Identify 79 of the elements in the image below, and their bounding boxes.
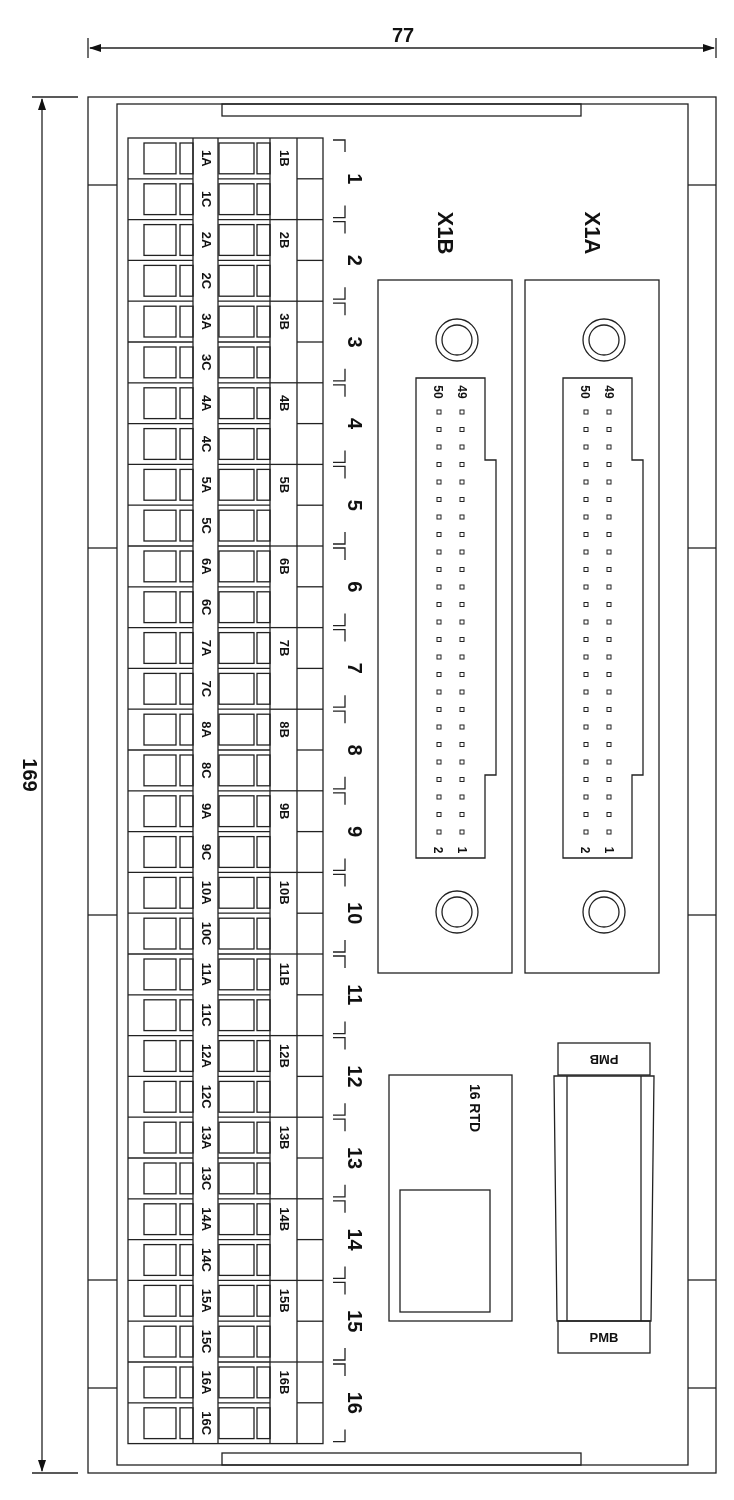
terminal-label: 9B [276, 802, 292, 820]
pin-number: 50 [578, 385, 592, 399]
marker-label: PMB [589, 1329, 619, 1345]
terminal-number: 7 [344, 662, 366, 674]
terminal-number: 11 [344, 984, 366, 1006]
pin-number: 49 [455, 385, 469, 399]
terminal-label: 8A [198, 721, 214, 738]
terminal-label: 11B [276, 962, 292, 986]
pin-number: 2 [431, 846, 445, 854]
terminal-label: 2A [198, 231, 214, 249]
terminal-label: 3B [276, 313, 292, 330]
connector-label: X1B [432, 211, 458, 255]
terminal-number: 15 [344, 1310, 366, 1333]
terminal-number: 12 [344, 1065, 366, 1088]
terminal-number: 8 [344, 744, 366, 756]
terminal-number: 3 [344, 336, 366, 348]
connector-label: X1A [579, 211, 605, 255]
terminal-label: 8B [276, 721, 292, 738]
pin-number: 1 [602, 846, 616, 854]
terminal-label: 9C [198, 843, 214, 861]
terminal-label: 3A [198, 313, 214, 330]
pin-number: 50 [431, 385, 445, 399]
terminal-label: 7C [198, 680, 214, 698]
terminal-label: 11A [198, 962, 214, 986]
terminal-label: 14A [198, 1207, 214, 1232]
terminal-number: 14 [344, 1228, 366, 1251]
terminal-number: 1 [344, 173, 366, 185]
terminal-number: 13 [344, 1146, 366, 1170]
terminal-number: 10 [344, 902, 366, 925]
terminal-label: 6B [276, 558, 292, 575]
terminal-label: 7B [276, 639, 292, 657]
terminal-label: 5A [198, 476, 214, 494]
terminal-label: 4A [198, 394, 214, 412]
dimension-label: 77 [391, 24, 415, 46]
terminal-label: 12A [198, 1044, 214, 1068]
terminal-label: 10C [198, 921, 214, 946]
pin-number: 2 [578, 846, 592, 854]
terminal-label: 15B [276, 1288, 292, 1313]
terminal-number: 6 [344, 581, 366, 593]
terminal-label: 5B [276, 476, 292, 494]
terminal-number: 16 [344, 1391, 366, 1414]
terminal-label: 10B [276, 880, 292, 905]
pin-number: 49 [602, 385, 616, 399]
terminal-label: 6A [198, 558, 214, 575]
terminal-label: 16C [198, 1411, 214, 1436]
terminal-label: 9A [198, 802, 214, 820]
terminal-label: 16A [198, 1370, 214, 1395]
terminal-label: 4B [276, 394, 292, 412]
terminal-label: 12B [276, 1044, 292, 1068]
terminal-label: 13B [276, 1125, 292, 1150]
terminal-label: 2B [276, 231, 292, 249]
marker-label: PMB [589, 1051, 619, 1067]
terminal-label: 3C [198, 354, 214, 371]
module-label: 16 RTD [467, 1083, 483, 1133]
pin-number: 1 [455, 846, 469, 854]
terminal-label: 2C [198, 272, 214, 290]
terminal-label: 15C [198, 1329, 214, 1354]
terminal-label: 12C [198, 1084, 214, 1109]
terminal-label: 13C [198, 1166, 214, 1191]
terminal-label: 11C [198, 1003, 214, 1027]
terminal-label: 15A [198, 1288, 214, 1313]
terminal-label: 4C [198, 435, 214, 453]
terminal-label: 6C [198, 598, 214, 616]
terminal-label: 7A [198, 639, 214, 657]
terminal-label: 5C [198, 517, 214, 534]
terminal-label: 14C [198, 1248, 214, 1272]
terminal-label: 13A [198, 1125, 214, 1150]
terminal-number: 5 [344, 499, 366, 511]
terminal-number: 9 [344, 826, 366, 838]
dimension-label: 169 [19, 758, 41, 792]
terminal-number: 2 [344, 254, 366, 266]
terminal-number: 4 [344, 418, 366, 430]
terminal-label: 10A [198, 880, 214, 905]
terminal-label: 16B [276, 1370, 292, 1395]
terminal-label: 1A [198, 150, 214, 167]
terminal-label: 1B [276, 150, 292, 167]
terminal-label: 8C [198, 762, 214, 779]
terminal-label: 1C [198, 190, 214, 208]
terminal-label: 14B [276, 1207, 292, 1232]
